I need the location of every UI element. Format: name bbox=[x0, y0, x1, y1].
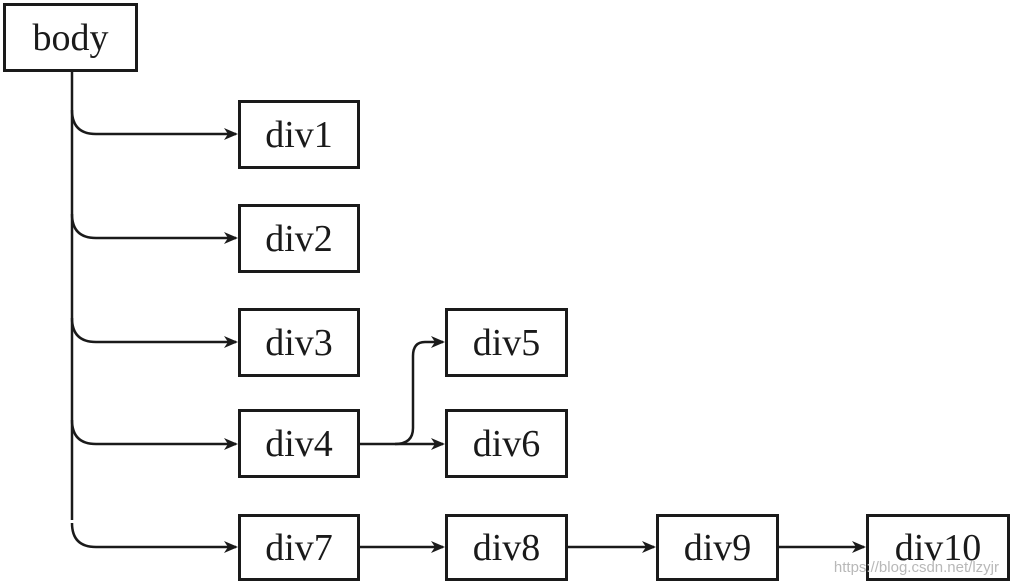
edge-body-div3 bbox=[70, 317, 238, 348]
node-div1: div1 bbox=[238, 100, 360, 169]
edge-div4-div5 bbox=[394, 336, 445, 446]
node-div4: div4 bbox=[238, 409, 360, 478]
node-div8: div8 bbox=[445, 514, 568, 581]
node-div10: div10 bbox=[866, 514, 1010, 581]
node-div6: div6 bbox=[445, 409, 568, 478]
node-div3: div3 bbox=[238, 308, 360, 377]
edge-body-div1 bbox=[70, 109, 238, 140]
node-div2: div2 bbox=[238, 204, 360, 273]
node-div7: div7 bbox=[238, 514, 360, 581]
node-div5: div5 bbox=[445, 308, 568, 377]
edge-body-div4 bbox=[70, 419, 238, 450]
node-body: body bbox=[3, 3, 138, 72]
watermark: https://blog.csdn.net/lzyjr bbox=[833, 559, 999, 576]
edge-body-div2 bbox=[70, 213, 238, 244]
edge-body-div7 bbox=[70, 522, 238, 553]
node-div9: div9 bbox=[656, 514, 779, 581]
